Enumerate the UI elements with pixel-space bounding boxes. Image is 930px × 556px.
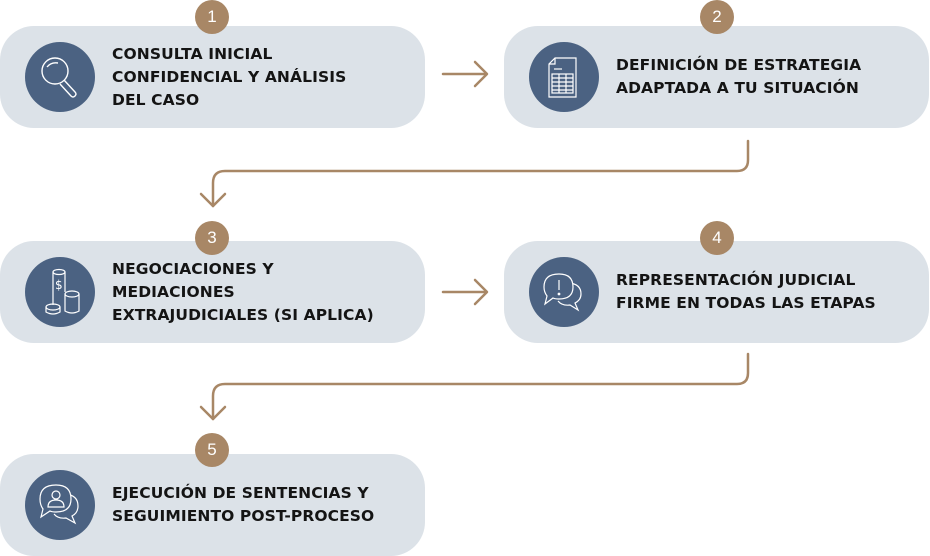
step-1-line-1: CONSULTA INICIAL <box>112 44 273 63</box>
step-5-label: EJECUCIÓN DE SENTENCIAS Y SEGUIMIENTO PO… <box>112 454 412 556</box>
step-3-icon-circle: $ <box>25 257 95 327</box>
step-2-number-badge: 2 <box>700 0 734 34</box>
step-2-label: DEFINICIÓN DE ESTRATEGIA ADAPTADA A TU S… <box>616 26 916 128</box>
arrow-2-to-3 <box>199 139 750 208</box>
step-4-icon-circle <box>529 257 599 327</box>
step-1-number-badge: 1 <box>195 0 229 34</box>
step-4-label: REPRESENTACIÓN JUDICIAL FIRME EN TODAS L… <box>616 241 916 343</box>
step-3-line-1: NEGOCIACIONES Y <box>112 259 274 278</box>
step-1-line-3: DEL CASO <box>112 90 200 109</box>
step-2-line-2: ADAPTADA A TU SITUACIÓN <box>616 79 859 97</box>
step-5-line-2: SEGUIMIENTO POST-PROCESO <box>112 507 375 525</box>
step-card-1: CONSULTA INICIAL CONFIDENCIAL Y ANÁLISIS… <box>0 26 425 128</box>
step-4-number-badge: 4 <box>700 221 734 255</box>
arrow-4-to-5 <box>199 352 750 421</box>
step-3-line-3: EXTRAJUDICIALES (SI APLICA) <box>112 305 374 324</box>
step-5-icon-circle <box>25 470 95 540</box>
step-4-line-2: FIRME EN TODAS LAS ETAPAS <box>616 294 876 312</box>
step-1-label: CONSULTA INICIAL CONFIDENCIAL Y ANÁLISIS… <box>112 26 412 128</box>
step-2-line-1: DEFINICIÓN DE ESTRATEGIA <box>616 56 862 74</box>
step-1-icon-circle <box>25 42 95 112</box>
step-5-line-1: EJECUCIÓN DE SENTENCIAS Y <box>112 484 369 502</box>
arrow-1-to-2 <box>441 60 489 88</box>
step-1-line-2: CONFIDENCIAL Y ANÁLISIS <box>112 67 347 86</box>
step-card-2: DEFINICIÓN DE ESTRATEGIA ADAPTADA A TU S… <box>504 26 929 128</box>
step-3-number-badge: 3 <box>195 221 229 255</box>
magnifying-glass-icon <box>41 57 77 98</box>
svg-text:$: $ <box>55 278 63 292</box>
chat-user-icon <box>39 484 79 525</box>
step-3-line-2: MEDIACIONES <box>112 282 235 301</box>
step-5-number-badge: 5 <box>195 433 229 467</box>
step-card-4: REPRESENTACIÓN JUDICIAL FIRME EN TODAS L… <box>504 241 929 343</box>
step-4-line-1: REPRESENTACIÓN JUDICIAL <box>616 271 856 289</box>
chat-alert-icon <box>543 273 582 312</box>
step-2-icon-circle <box>529 42 599 112</box>
arrow-3-to-4 <box>441 278 489 306</box>
step-3-label: NEGOCIACIONES Y MEDIACIONES EXTRAJUDICIA… <box>112 241 412 343</box>
coin-stacks-icon: $ <box>45 268 80 315</box>
step-card-5: EJECUCIÓN DE SENTENCIAS Y SEGUIMIENTO PO… <box>0 454 425 556</box>
step-card-3: $ NEGOCIACIONES Y MEDIACIONES EXTRAJUDIC… <box>0 241 425 343</box>
spreadsheet-document-icon <box>548 57 577 98</box>
